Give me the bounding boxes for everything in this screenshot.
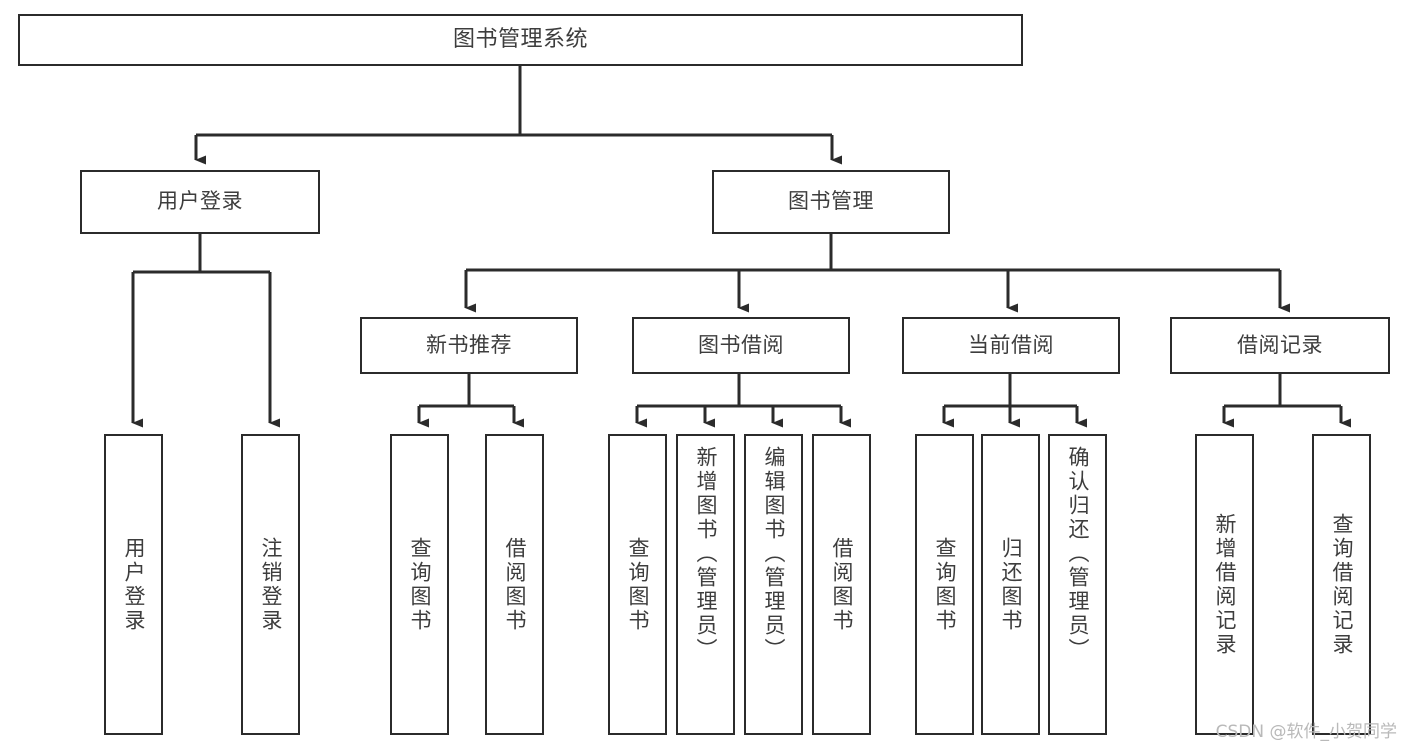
node-borrow-record[interactable]: 借阅记录 xyxy=(1170,317,1390,374)
node-current-borrow-label: 当前借阅 xyxy=(968,332,1054,357)
node-leaf-add-borrow-record[interactable]: 新增借阅记录 xyxy=(1195,434,1254,735)
node-leaf-query-book-1-label: 查询图书 xyxy=(408,536,432,633)
node-leaf-query-book-2-label: 查询图书 xyxy=(626,536,650,633)
node-leaf-edit-book[interactable]: 编辑图书（管理员） xyxy=(744,434,803,735)
node-new-book-recommend-label: 新书推荐 xyxy=(426,332,512,357)
node-user-login[interactable]: 用户登录 xyxy=(80,170,320,234)
node-leaf-logout-login-label: 注销登录 xyxy=(259,536,283,633)
node-leaf-add-book[interactable]: 新增图书（管理员） xyxy=(676,434,735,735)
node-leaf-confirm-return[interactable]: 确认归还（管理员） xyxy=(1048,434,1107,735)
node-leaf-confirm-return-label: 确认归还（管理员） xyxy=(1066,446,1090,662)
node-leaf-return-book[interactable]: 归还图书 xyxy=(981,434,1040,735)
node-leaf-query-book-3-label: 查询图书 xyxy=(933,536,957,633)
node-root-label: 图书管理系统 xyxy=(452,26,588,52)
node-leaf-return-book-label: 归还图书 xyxy=(999,536,1023,633)
node-book-borrow-label: 图书借阅 xyxy=(698,332,784,357)
node-leaf-user-login[interactable]: 用户登录 xyxy=(104,434,163,735)
node-borrow-record-label: 借阅记录 xyxy=(1237,332,1323,357)
node-current-borrow[interactable]: 当前借阅 xyxy=(902,317,1120,374)
node-leaf-edit-book-label: 编辑图书（管理员） xyxy=(762,446,786,662)
node-leaf-borrow-book-1[interactable]: 借阅图书 xyxy=(485,434,544,735)
node-leaf-query-book-2[interactable]: 查询图书 xyxy=(608,434,667,735)
node-book-borrow[interactable]: 图书借阅 xyxy=(632,317,850,374)
node-leaf-borrow-book-2-label: 借阅图书 xyxy=(830,536,854,633)
node-leaf-user-login-label: 用户登录 xyxy=(122,536,146,633)
node-root[interactable]: 图书管理系统 xyxy=(18,14,1023,66)
node-leaf-query-borrow-record-label: 查询借阅记录 xyxy=(1330,512,1354,657)
node-leaf-add-book-label: 新增图书（管理员） xyxy=(694,446,718,662)
node-book-manage-label: 图书管理 xyxy=(788,189,874,214)
node-new-book-recommend[interactable]: 新书推荐 xyxy=(360,317,578,374)
node-leaf-borrow-book-1-label: 借阅图书 xyxy=(503,536,527,633)
node-leaf-borrow-book-2[interactable]: 借阅图书 xyxy=(812,434,871,735)
node-leaf-add-borrow-record-label: 新增借阅记录 xyxy=(1213,512,1237,657)
node-book-manage[interactable]: 图书管理 xyxy=(712,170,950,234)
node-leaf-query-book-3[interactable]: 查询图书 xyxy=(915,434,974,735)
node-leaf-logout-login[interactable]: 注销登录 xyxy=(241,434,300,735)
node-leaf-query-book-1[interactable]: 查询图书 xyxy=(390,434,449,735)
node-leaf-query-borrow-record[interactable]: 查询借阅记录 xyxy=(1312,434,1371,735)
node-user-login-label: 用户登录 xyxy=(157,189,243,214)
